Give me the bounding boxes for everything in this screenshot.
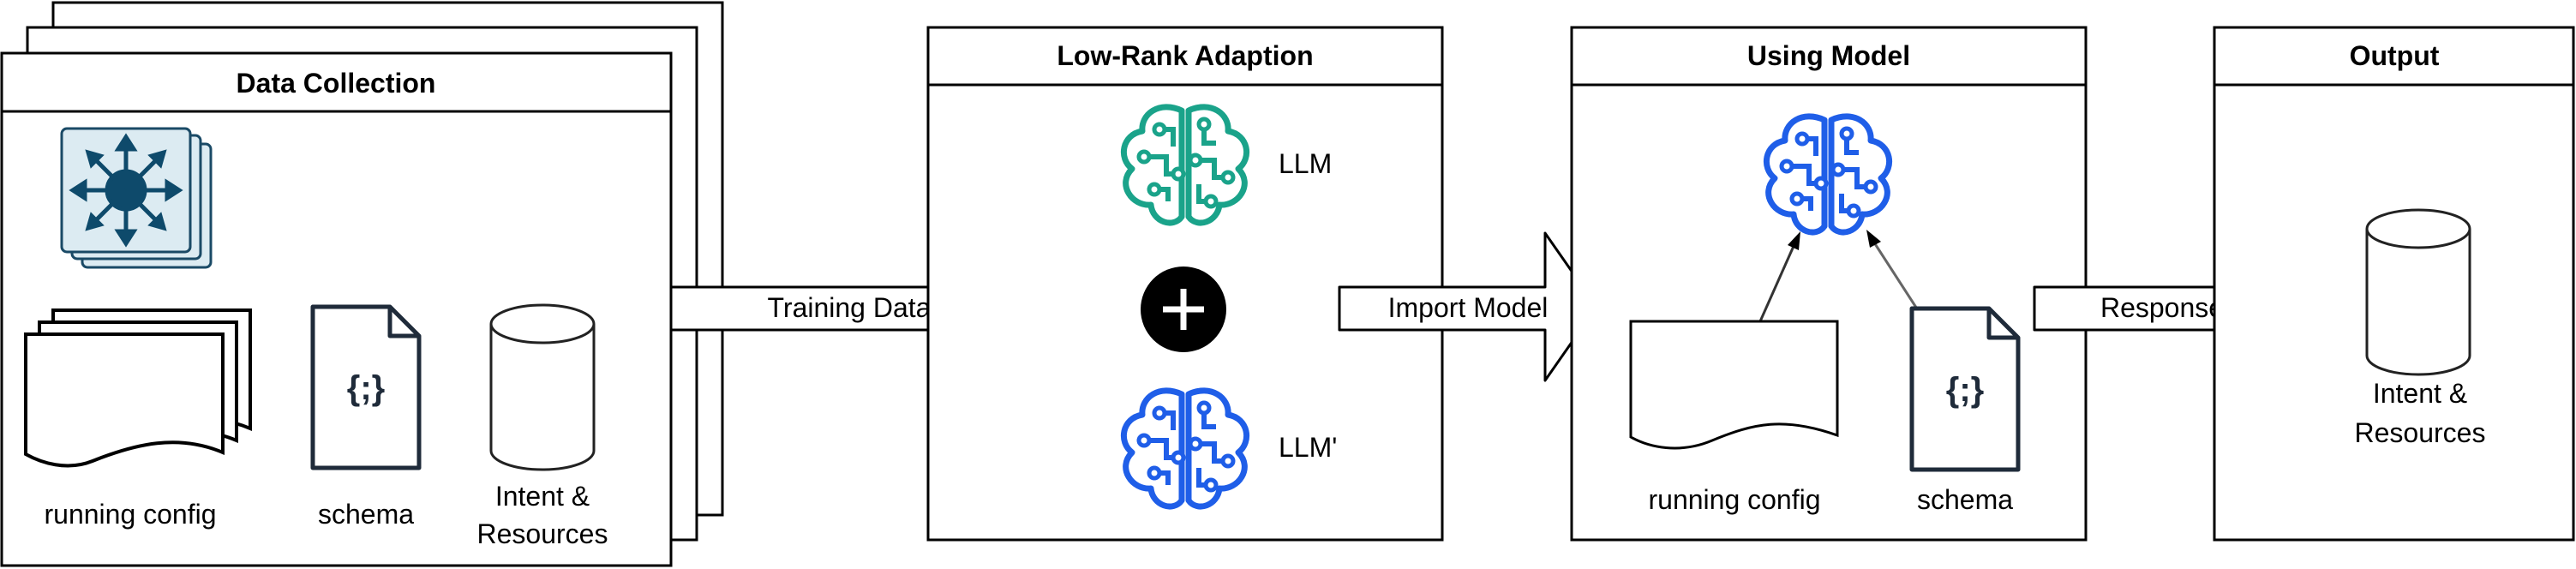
intent-resources-label-line1: Intent & xyxy=(495,481,590,512)
llm-prime-label: LLM' xyxy=(1279,432,1337,463)
output-database-icon xyxy=(2365,208,2471,376)
running-config-label: running config xyxy=(44,499,216,530)
output-intent-label-line2: Resources xyxy=(2355,417,2486,448)
running-config-document-icon xyxy=(1629,320,1839,450)
output-intent-label-line1: Intent & xyxy=(2373,378,2467,409)
model-schema-glyph: {;} xyxy=(1946,371,1984,409)
llm-label: LLM xyxy=(1279,148,1332,179)
schema-to-model-arrow xyxy=(1866,230,1921,314)
network-switch-icon xyxy=(60,127,213,269)
import-model-label: Import Model xyxy=(1388,292,1549,323)
lora-panel: Low-Rank Adaption LLM LLM' xyxy=(926,26,1444,542)
output-panel: Output Intent & Resources xyxy=(2213,26,2575,542)
config-to-model-arrow xyxy=(1758,231,1800,322)
data-collection-panel: Data Collection running con xyxy=(0,51,673,567)
model-schema-document-icon: {;} xyxy=(1912,308,2018,470)
response-label: Response xyxy=(2100,292,2224,323)
training-data-label: Training Data xyxy=(768,292,932,323)
model-running-config-label: running config xyxy=(1648,484,1820,515)
schema-document-icon: {;} xyxy=(313,307,419,468)
plus-icon xyxy=(1141,267,1226,352)
schema-label: schema xyxy=(318,499,414,530)
model-schema-label: schema xyxy=(1917,484,2013,515)
database-icon xyxy=(489,303,596,471)
output-title: Output xyxy=(2350,40,2440,71)
lora-title: Low-Rank Adaption xyxy=(1057,40,1313,71)
running-config-stack-icon xyxy=(24,308,252,468)
using-model-title: Using Model xyxy=(1747,40,1910,71)
using-model-panel: Using Model running config {;} schema xyxy=(1570,26,2088,542)
intent-resources-label-line2: Resources xyxy=(477,518,608,549)
schema-glyph: {;} xyxy=(347,369,385,407)
data-collection-title: Data Collection xyxy=(237,68,436,99)
